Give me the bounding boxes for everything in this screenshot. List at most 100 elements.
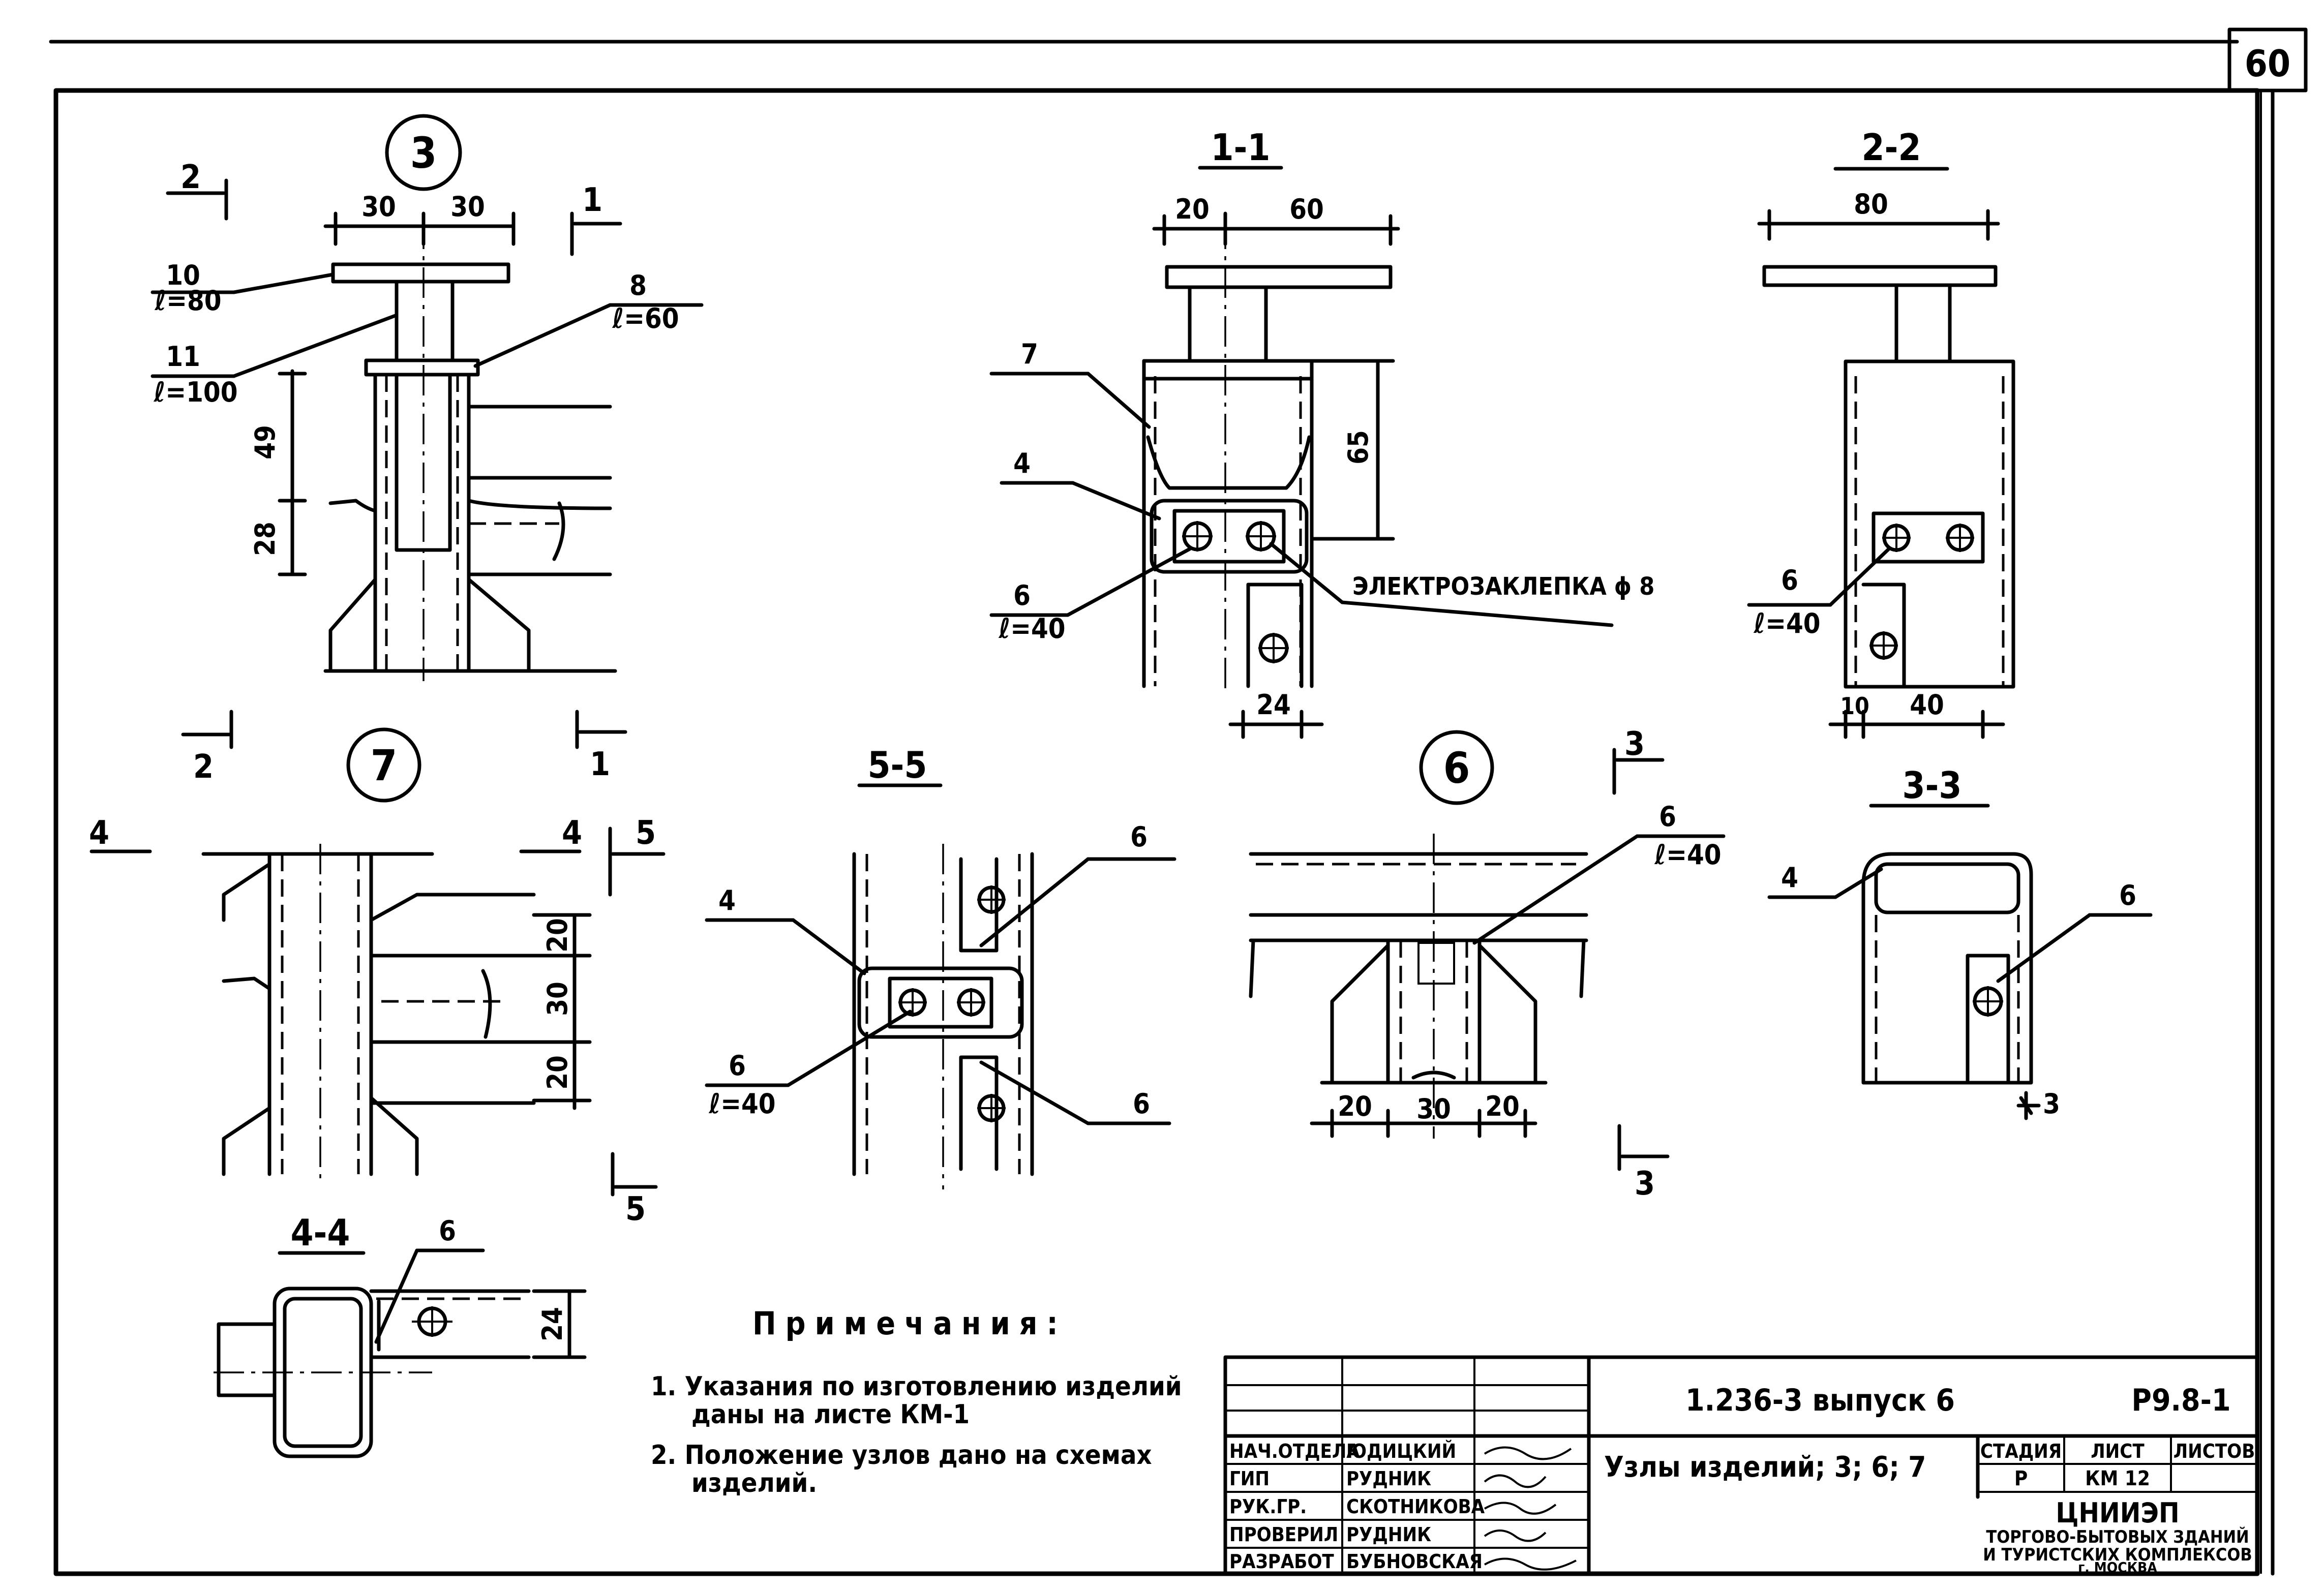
node-3-section-1: 1 [582, 181, 602, 219]
sheet-frame: 60 [49, 27, 2308, 1576]
signatures [1484, 1446, 1577, 1571]
section-4-4-dim-24: 24 [536, 1307, 568, 1341]
node-7-label: 7 [371, 741, 398, 790]
section-1-1-dim-65: 65 [1342, 430, 1374, 465]
node-3-leader-10: 10 [166, 259, 200, 291]
node-7-section-4-right: 4 [562, 814, 582, 852]
section-2-2-leader-6-length: ℓ=40 [1753, 607, 1820, 639]
node-6-detail: 6 3 3 6 ℓ=40 20 30 20 [1249, 725, 1726, 1203]
section-4-4: 4-4 6 24 [214, 1211, 587, 1458]
role-group-lead: РУК.ГР. [1229, 1495, 1307, 1518]
node-3-section-2-lower: 2 [193, 748, 214, 786]
notes-item-1: 1. Указания по изготовлению изделий [651, 1371, 1182, 1402]
section-2-2-leader-6: 6 [1781, 564, 1798, 596]
section-2-2-title: 2-2 [1861, 126, 1921, 169]
section-3-3-dim-3: 3 [2043, 1088, 2060, 1120]
node-3-detail: 3 2 1 30 30 49 28 [150, 114, 704, 786]
section-2-2-dim-40: 40 [1910, 689, 1944, 721]
section-1-1-title: 1-1 [1211, 126, 1270, 169]
section-1-1-dim-24: 24 [1256, 689, 1291, 721]
section-3-3-leader-6: 6 [2119, 879, 2136, 911]
section-1-1-dim-60: 60 [1289, 193, 1324, 225]
node-6-dim-20a: 20 [1338, 1090, 1372, 1122]
title-org-city: г. МОСКВА [2078, 1559, 2157, 1576]
name-checked-by: РУДНИК [1346, 1523, 1431, 1546]
node-7-detail: 7 4 4 5 5 20 30 20 [89, 727, 666, 1228]
section-5-5: 5-5 6 4 6 ℓ=40 6 [705, 744, 1176, 1189]
role-chief-engineer: ГИП [1229, 1467, 1270, 1490]
title-drawing-name: Узлы изделий; 3; 6; 7 [1604, 1451, 1926, 1484]
node-3-leader-11: 11 [166, 341, 200, 373]
node-3-leader-10-length: ℓ=80 [154, 285, 221, 317]
node-3-dim-49: 49 [249, 425, 281, 460]
node-7-section-5: 5 [636, 814, 656, 852]
section-1-1-leader-7: 7 [1021, 338, 1038, 370]
section-2-2: 2-2 80 6 ℓ=40 10 40 [1747, 126, 2015, 739]
section-2-2-dim-80: 80 [1854, 188, 1888, 220]
node-3-section-1-lower: 1 [590, 746, 610, 783]
section-1-1-leader-6-length: ℓ=40 [998, 613, 1065, 645]
role-checked-by: ПРОВЕРИЛ [1229, 1523, 1338, 1546]
name-developed-by: БУБНОВСКАЯ [1346, 1550, 1483, 1573]
title-stage-header: СТАДИЯ [1980, 1440, 2062, 1462]
node-3-section-2: 2 [180, 159, 201, 196]
node-3-leader-8: 8 [629, 269, 647, 301]
title-org-line-1: ТОРГОВО-БЫТОВЫХ ЗДАНИЙ [1986, 1526, 2249, 1547]
sheet-number: 60 [2245, 42, 2290, 85]
node-6-dim-30: 30 [1416, 1093, 1451, 1125]
title-sheet: КМ 12 [2085, 1467, 2150, 1490]
title-stage: Р [2014, 1467, 2028, 1490]
section-5-5-title: 5-5 [867, 744, 927, 786]
role-developed-by: РАЗРАБОТ [1229, 1550, 1334, 1573]
title-org-line-2: И ТУРИСТСКИХ КОМПЛЕКСОВ [1983, 1545, 2252, 1565]
node-7-section-5-lower: 5 [625, 1190, 646, 1228]
notes-item-2: 2. Положение узлов дано на схемах [651, 1440, 1152, 1471]
notes-item-2-cont: изделий. [691, 1468, 817, 1498]
section-1-1-leader-4: 4 [1013, 447, 1031, 479]
section-5-5-leader-6-bottom: 6 [1133, 1088, 1150, 1120]
notes-heading: Примечания: [752, 1305, 1067, 1342]
node-6-dim-20b: 20 [1485, 1090, 1520, 1122]
node-3-leader-8-length: ℓ=60 [612, 302, 679, 334]
notes-item-1-cont: даны на листе КМ-1 [691, 1399, 970, 1430]
section-5-5-leader-6-top: 6 [1130, 821, 1148, 853]
name-group-lead: СКОТНИКОВА [1346, 1495, 1485, 1518]
section-3-3-title: 3-3 [1902, 764, 1961, 807]
node-3-dim-28: 28 [249, 522, 281, 556]
name-head-of-dept: ЮДИЦКИЙ [1346, 1440, 1456, 1462]
title-sheets-header: ЛИСТОВ [2174, 1440, 2255, 1462]
section-4-4-leader-6: 6 [439, 1215, 456, 1247]
node-6-label: 6 [1443, 743, 1470, 793]
section-5-5-leader-6-length: ℓ=40 [708, 1088, 775, 1120]
section-2-2-dim-10: 10 [1840, 692, 1869, 720]
title-doc-code: 1.236-3 выпуск 6 [1685, 1383, 1955, 1418]
title-mark: Р9.8-1 [2131, 1383, 2230, 1418]
node-7-section-4-left: 4 [89, 814, 109, 852]
node-7-dim-20a: 20 [541, 918, 574, 953]
node-6-leader-6-length: ℓ=40 [1654, 839, 1721, 871]
notes-block: Примечания: 1. Указания по изготовлению … [651, 1305, 1182, 1498]
section-4-4-title: 4-4 [290, 1211, 350, 1254]
section-1-1-dim-20: 20 [1175, 193, 1210, 225]
node-7-dim-20b: 20 [541, 1055, 574, 1090]
title-block: 1.236-3 выпуск 6 Р9.8-1 Узлы изделий; 3;… [1223, 1355, 2259, 1576]
title-sheet-header: ЛИСТ [2091, 1440, 2145, 1462]
name-chief-engineer: РУДНИК [1346, 1467, 1431, 1490]
node-3-label: 3 [410, 128, 437, 178]
title-org: ЦНИИЭП [2056, 1497, 2179, 1529]
node-6-section-3-top: 3 [1624, 725, 1645, 763]
node-3-leader-11-length: ℓ=100 [153, 376, 237, 408]
node-3-dim-30b: 30 [450, 191, 485, 223]
section-5-5-leader-4: 4 [718, 884, 736, 916]
role-head-of-dept: НАЧ.ОТДЕЛА [1229, 1440, 1360, 1462]
node-7-dim-30: 30 [541, 982, 574, 1016]
section-3-3-leader-4: 4 [1781, 862, 1798, 894]
node-3-dim-30a: 30 [361, 191, 396, 223]
section-1-1-leader-6: 6 [1013, 579, 1031, 611]
section-1-1: 1-1 20 60 65 7 4 6 ℓ=40 [989, 126, 1654, 739]
section-1-1-weld-note: ЭЛЕКТРОЗАКЛЕПКА ϕ 8 [1352, 572, 1654, 601]
node-6-leader-6: 6 [1659, 801, 1676, 833]
node-6-section-3-bottom: 3 [1635, 1165, 1655, 1203]
section-3-3: 3-3 4 6 3 [1767, 764, 2153, 1120]
